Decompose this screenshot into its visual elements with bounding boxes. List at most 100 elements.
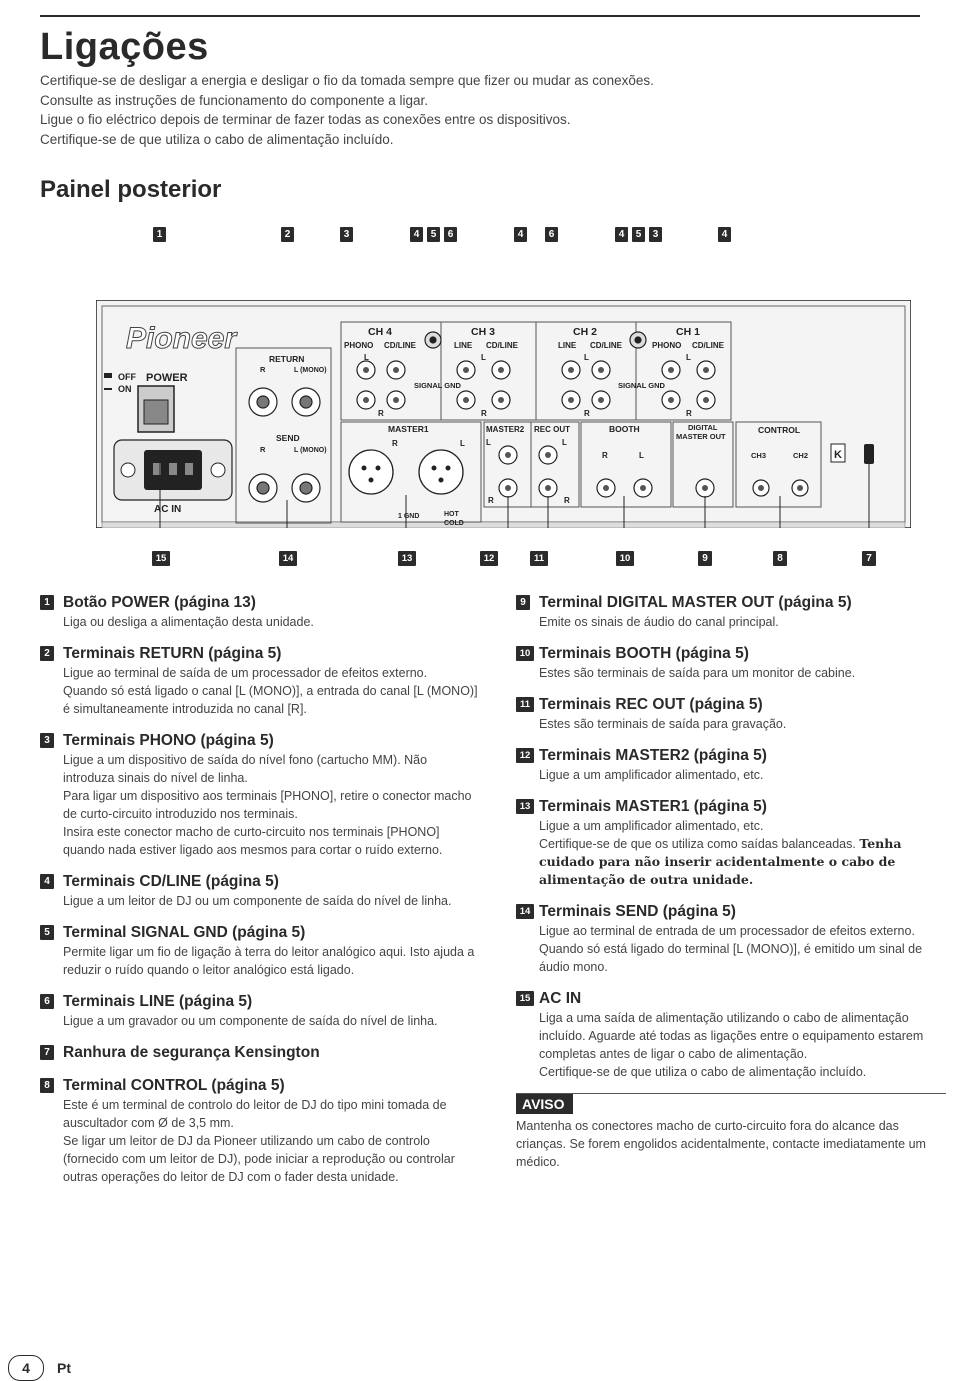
return-l-label: L (MONO) <box>294 367 327 374</box>
ch1-cdline-label: CD/LINE <box>692 341 725 350</box>
item-text: Para ligar um dispositivo aos terminais … <box>63 789 472 821</box>
send-l-label: L (MONO) <box>294 447 327 454</box>
item-number: 6 <box>40 994 54 1009</box>
rear-panel-diagram: Pioneer OFF ON POWER AC IN RETURN R L (M… <box>96 300 911 528</box>
page-title: Ligações <box>40 26 209 68</box>
signal-gnd-label-left: SIGNAL GND <box>414 381 462 390</box>
item-number: 4 <box>40 874 54 889</box>
ch3-cdline-label: CD/LINE <box>486 341 519 350</box>
item-title: Terminais SEND (página 5) <box>539 903 736 920</box>
xlr-pins <box>361 465 451 483</box>
item-number: 3 <box>40 733 54 748</box>
master1-label: MASTER1 <box>388 424 429 434</box>
item-text: Estes são terminais de saída para um mon… <box>539 666 856 680</box>
callout-bottom: 9 <box>698 550 712 568</box>
callout-top: 6 <box>444 226 457 244</box>
ch1-r-label: R <box>686 409 692 418</box>
intro-line: Certifique-se de desligar a energia e de… <box>40 73 654 88</box>
item-text: Certifique-se de que os utiliza como saí… <box>539 837 856 851</box>
digital-label: DIGITAL <box>688 423 718 432</box>
item-title: Terminal DIGITAL MASTER OUT (página 5) <box>539 594 852 611</box>
ch4-label: CH 4 <box>368 326 392 338</box>
item-title: Terminais CD/LINE (página 5) <box>63 873 279 890</box>
item-title: Botão POWER (página 13) <box>63 594 256 611</box>
callout-bottom: 15 <box>152 550 170 568</box>
callout-bottom: 10 <box>616 550 634 568</box>
item-text: Emite os sinais de áudio do canal princi… <box>539 615 779 629</box>
item-title: Ranhura de segurança Kensington <box>63 1044 320 1061</box>
warning-box: AVISO Mantenha os conectores macho de cu… <box>516 1093 946 1171</box>
ch4-phono-label: PHONO <box>344 341 373 350</box>
booth-l-label: L <box>639 451 644 460</box>
item-title: Terminais RETURN (página 5) <box>63 645 282 662</box>
item-number: 11 <box>516 697 534 712</box>
callout-top: 2 <box>281 226 294 244</box>
callout-top: 4 <box>615 226 628 244</box>
leader-lines-bottom <box>159 450 870 528</box>
callout-top: 3 <box>649 226 662 244</box>
item-text: Ligue ao terminal de saída de um process… <box>63 666 428 680</box>
ch3-line-label: LINE <box>454 341 473 350</box>
kensington-slot[interactable] <box>864 444 874 464</box>
return-r-label: R <box>260 365 266 374</box>
xlr-cold-label: COLD <box>444 520 464 527</box>
item-title: Terminais MASTER1 (página 5) <box>539 798 767 815</box>
item-ac-in: 15 AC IN Liga a uma saída de alimentação… <box>516 988 936 1081</box>
signal-gnd-label-right: SIGNAL GND <box>618 381 666 390</box>
item-text: Ligue a um dispositivo de saída do nível… <box>63 753 428 785</box>
item-text: Ligue ao terminal de entrada de um proce… <box>539 924 915 938</box>
control-ch3-label: CH3 <box>751 451 766 460</box>
rca-jack-centers <box>363 367 709 403</box>
item-cdline: 4 Terminais CD/LINE (página 5) Ligue a u… <box>40 871 480 910</box>
booth-label: BOOTH <box>609 424 640 434</box>
master2-r-label: R <box>488 496 494 505</box>
item-power: 1 Botão POWER (página 13) Liga ou deslig… <box>40 592 480 631</box>
xlr-gnd-label: 1 GND <box>398 513 419 520</box>
return-jacks <box>248 387 321 417</box>
item-title: Terminais LINE (página 5) <box>63 993 253 1010</box>
item-title: Terminal CONTROL (página 5) <box>63 1077 285 1094</box>
ch1-label: CH 1 <box>676 326 700 338</box>
item-phono: 3 Terminais PHONO (página 5) Ligue a um … <box>40 730 480 859</box>
item-number: 5 <box>40 925 54 940</box>
item-rec-out: 11 Terminais REC OUT (página 5) Estes sã… <box>516 694 936 733</box>
callout-top: 4 <box>514 226 527 244</box>
item-booth: 10 Terminais BOOTH (página 5) Estes são … <box>516 643 936 682</box>
top-rule <box>40 15 920 17</box>
item-number: 13 <box>516 799 534 814</box>
power-on-label: ON <box>118 384 132 394</box>
item-number: 7 <box>40 1045 54 1060</box>
xlr-hot-label: HOT <box>444 511 460 518</box>
ch4-r-label: R <box>378 409 384 418</box>
item-number: 14 <box>516 904 534 919</box>
item-title: AC IN <box>539 990 582 1007</box>
item-text: Este é um terminal de controlo do leitor… <box>63 1098 447 1130</box>
return-label: RETURN <box>269 354 304 364</box>
send-jacks <box>248 473 321 503</box>
item-text: Quando só está ligado do terminal [L (MO… <box>539 942 923 974</box>
callout-bottom: 11 <box>530 550 548 568</box>
item-title: Terminais REC OUT (página 5) <box>539 696 763 713</box>
ch4-l-label: L <box>364 353 369 362</box>
callout-bottom: 8 <box>773 550 787 568</box>
item-text: Ligue a um leitor de DJ ou um componente… <box>63 894 452 908</box>
ch1-l-label: L <box>686 353 691 362</box>
kensington-k-label: K <box>834 449 842 461</box>
item-text: Insira este conector macho de curto-circ… <box>63 825 443 857</box>
ch2-cdline-label: CD/LINE <box>590 341 623 350</box>
booth-r-label: R <box>602 451 608 460</box>
master1-r-label: R <box>392 439 398 448</box>
item-number: 9 <box>516 595 530 610</box>
master1-l-label: L <box>460 439 465 448</box>
rec-out-r-label: R <box>564 496 570 505</box>
intro-line: Consulte as instruções de funcionamento … <box>40 92 428 108</box>
ch2-r-label: R <box>584 409 590 418</box>
item-text: Estes são terminais de saída para gravaç… <box>539 717 787 731</box>
ch3-r-label: R <box>481 409 487 418</box>
callout-bottom: 14 <box>279 550 297 568</box>
rec-out-label: REC OUT <box>534 425 570 434</box>
master2-label: MASTER2 <box>486 425 525 434</box>
item-text: Quando só está ligado o canal [L (MONO)]… <box>63 684 478 716</box>
ch2-line-label: LINE <box>558 341 577 350</box>
callout-bottom: 7 <box>862 550 876 568</box>
